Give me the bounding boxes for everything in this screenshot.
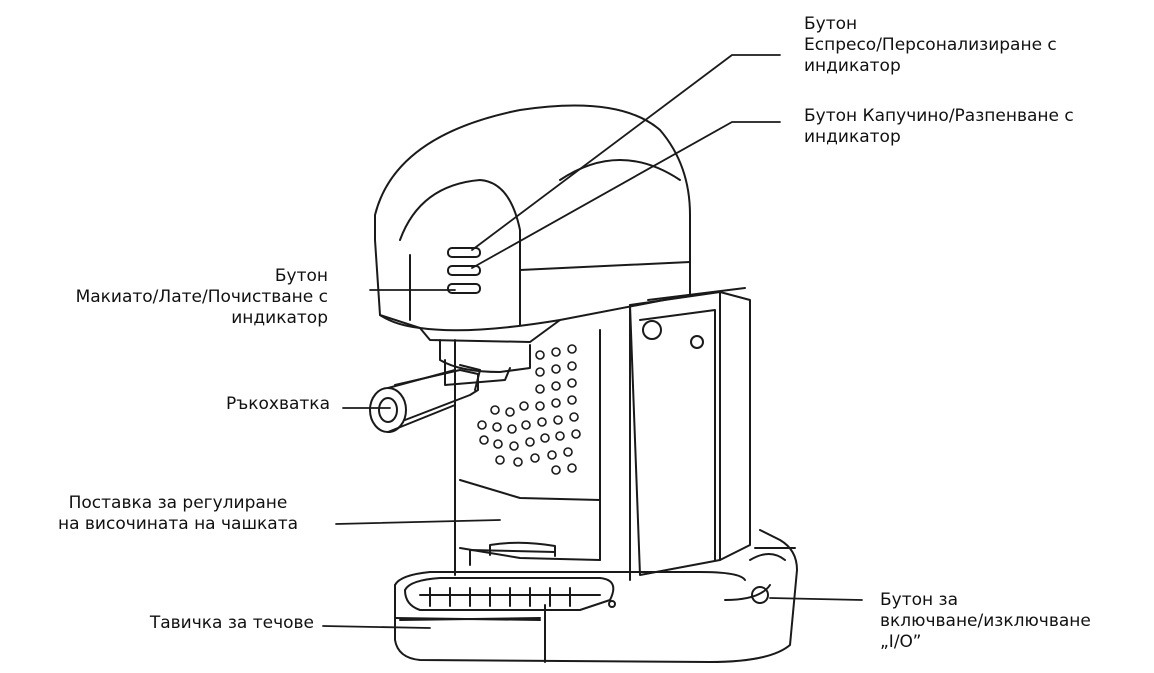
machine-column bbox=[454, 329, 601, 576]
water-tank bbox=[629, 287, 751, 581]
leader-lines bbox=[322, 54, 863, 629]
leader-cup-stand bbox=[335, 519, 501, 525]
label-macchiato-button: Бутон Макиато/Лате/Почистване с индикато… bbox=[75, 266, 328, 328]
leader-cappuccino bbox=[471, 121, 781, 269]
cup-stand bbox=[469, 541, 556, 566]
leader-espresso bbox=[471, 54, 781, 251]
leader-power bbox=[769, 597, 863, 601]
drip-tray bbox=[394, 577, 616, 621]
perforation-holes bbox=[477, 344, 581, 475]
portafilter-handle bbox=[369, 339, 531, 433]
leader-drip-tray bbox=[322, 625, 431, 629]
label-power-button: Бутон за включване/изключване „I/O” bbox=[880, 590, 1091, 652]
label-handle: Ръкохватка bbox=[225, 394, 330, 414]
label-cappuccino-button: Бутон Капучино/Разпенване с индикатор bbox=[804, 106, 1074, 147]
label-drip-tray: Тавичка за течове bbox=[149, 613, 314, 633]
label-espresso-button: Бутон Еспресо/Персонализиране с индикато… bbox=[804, 14, 1057, 76]
top-housing bbox=[374, 104, 691, 343]
control-buttons bbox=[447, 247, 481, 294]
label-cup-stand: Поставка за регулиране на височината на … bbox=[57, 493, 299, 534]
machine-base bbox=[394, 529, 798, 663]
